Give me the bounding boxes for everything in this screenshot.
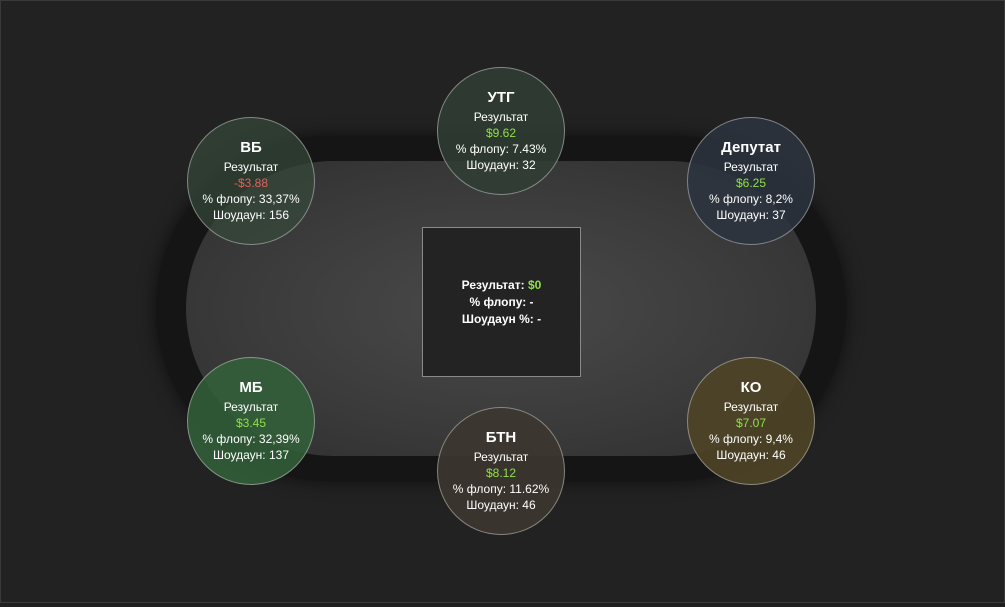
seat-hijack[interactable]: Депутат Результат $6.25 % флопу: 8,2% Шо… [687,117,815,245]
seat-co[interactable]: КО Результат $7.07 % флопу: 9,4% Шоудаун… [687,357,815,485]
seat-sb[interactable]: МБ Результат $3.45 % флопу: 32,39% Шоуда… [187,357,315,485]
total-result-value: $0 [527,277,542,292]
seat-result: $7.07 [735,415,767,430]
seat-result: $6.25 [735,175,767,190]
total-showdown: Шоудаун %: - [461,311,542,326]
seat-result: $9.62 [485,125,517,140]
total-result: Результат: $0 [461,277,542,292]
seat-result: $8.12 [485,465,517,480]
seat-result: -$3.88 [233,175,269,190]
seat-result: $3.45 [235,415,267,430]
seat-bb[interactable]: ВБ Результат -$3.88 % флопу: 33,37% Шоуд… [187,117,315,245]
seat-utg[interactable]: УТГ Результат $9.62 % флопу: 7.43% Шоуда… [437,67,565,195]
seat-btn[interactable]: БТН Результат $8.12 % флопу: 11.62% Шоуд… [437,407,565,535]
total-flop: % флопу: - [469,294,534,309]
total-summary: Результат: $0 % флопу: - Шоудаун %: - [422,227,581,377]
